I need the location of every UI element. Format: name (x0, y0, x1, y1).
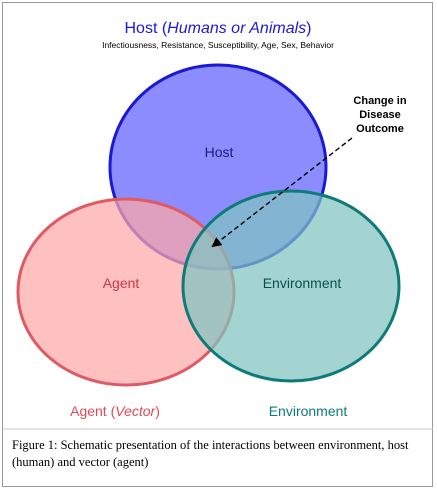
annotation-arrow (211, 137, 353, 248)
diagram-subtitle: Infectiousness, Resistance, Susceptibili… (102, 40, 334, 50)
diagram-title: Host (Humans or Animals) (124, 20, 311, 37)
agent-label: Agent (103, 275, 140, 291)
annotation-line-3: Outcome (356, 123, 404, 135)
environment-label: Environment (263, 275, 342, 291)
environment-bottom-label: Environment (269, 403, 348, 419)
environment-circle (181, 189, 401, 383)
host-label: Host (205, 144, 234, 160)
agent-vector-label: Agent (Vector) (70, 403, 160, 419)
annotation-line-2: Disease (359, 109, 401, 121)
annotation-line-1: Change in (353, 95, 406, 107)
figure-caption: Figure 1: Schematic presentation of the … (12, 438, 409, 469)
